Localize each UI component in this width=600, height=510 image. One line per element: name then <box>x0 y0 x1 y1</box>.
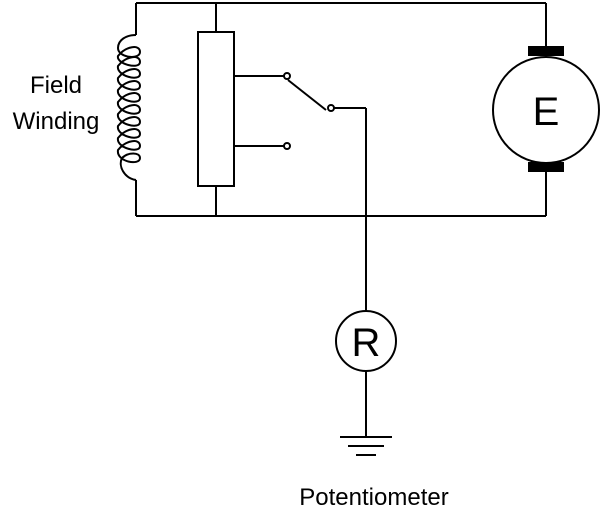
tap-switch <box>234 72 367 312</box>
switch-pivot-contact <box>327 104 335 112</box>
relay: R <box>335 310 397 437</box>
field-winding-coil <box>116 34 142 181</box>
generator-top-brush <box>528 46 564 56</box>
switch-blade <box>287 79 327 111</box>
rheostat-resistor <box>197 3 235 216</box>
lower-tap-contact <box>283 142 291 150</box>
ground-icon <box>340 436 392 456</box>
generator-letter: E <box>533 90 560 134</box>
field-label-line1: Field <box>30 72 82 99</box>
field-label-line2: Winding <box>13 108 100 135</box>
generator-bottom-brush <box>528 162 564 172</box>
coil-loops <box>116 34 142 181</box>
resistor-body <box>197 31 235 187</box>
relay-letter: R <box>352 321 381 365</box>
potentiometer-label: Potentiometer <box>299 484 448 510</box>
upper-tap-contact <box>283 72 291 80</box>
generator: E <box>492 3 600 216</box>
main-wires <box>135 2 546 217</box>
